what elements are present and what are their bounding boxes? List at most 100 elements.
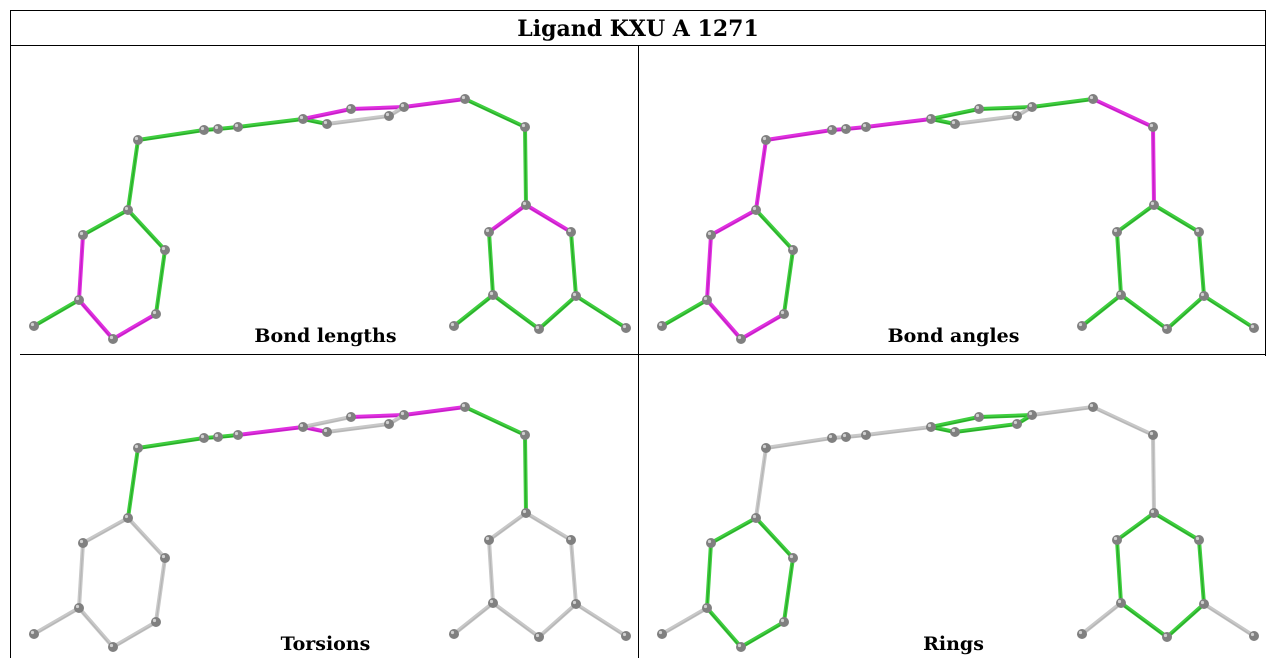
bond-shade-a16-a17 <box>464 407 526 437</box>
bond-shade-a1-a2 <box>706 300 742 341</box>
atom-a15 <box>399 102 409 112</box>
atom-a1 <box>74 295 84 305</box>
atom-a10 <box>233 430 243 440</box>
atom-highlight-a22 <box>1163 325 1168 330</box>
grid-right-border <box>1265 46 1266 356</box>
atom-highlight-a20 <box>1117 599 1122 604</box>
bond-a10-a11 <box>236 117 305 129</box>
bond-shade-a19-a20 <box>1116 540 1122 605</box>
atom-a17 <box>1148 430 1158 440</box>
atom-highlight-a11 <box>927 115 932 120</box>
bond-shade-a20-a21 <box>1081 603 1122 636</box>
bond-a24-a18 <box>1152 511 1201 542</box>
bond-shade-a12-a14 <box>326 424 390 434</box>
bond-a22-a23 <box>537 294 578 331</box>
atom-a3 <box>779 309 789 319</box>
atom-highlight-a19 <box>1113 228 1118 233</box>
atom-highlight-a3 <box>780 618 785 623</box>
bond-shade-a19-a20 <box>1116 232 1122 297</box>
atom-highlight-a11 <box>927 423 932 428</box>
atom-highlight-a1 <box>703 604 708 609</box>
atom-a17 <box>520 122 530 132</box>
atom-a8 <box>827 125 837 135</box>
bond-shade-a0-a1 <box>33 608 80 636</box>
bond-a1-a2 <box>705 298 743 341</box>
atom-highlight-a4 <box>789 246 794 251</box>
panel-caption-bond-angles: Bond angles <box>887 325 1020 347</box>
bond-shade-a23-a25 <box>1203 604 1255 638</box>
bond-a11-a13 <box>929 107 981 121</box>
bond-shade-a17-a18 <box>524 127 527 207</box>
bond-a18-a19 <box>1115 511 1156 542</box>
atom-a11 <box>926 114 936 124</box>
atom-a6 <box>78 230 88 240</box>
atom-highlight-a22 <box>1163 633 1168 638</box>
bond-shade-a5-a6 <box>710 518 757 545</box>
bond-shade-a15-a16 <box>1031 407 1094 417</box>
atom-highlight-a19 <box>485 536 490 541</box>
atom-highlight-a2 <box>737 335 742 340</box>
bond-shade-a24-a18 <box>1153 513 1200 542</box>
atom-highlight-a2 <box>109 643 114 648</box>
atom-highlight-a9 <box>842 433 847 438</box>
bond-shade-a16-a17 <box>1092 407 1154 437</box>
bond-a16-a17 <box>463 405 527 437</box>
bond-shade-a5-a6 <box>82 210 129 237</box>
atom-highlight-a12 <box>951 120 956 125</box>
bond-a23-a25 <box>574 294 628 330</box>
bond-shade-a1-a2 <box>706 608 742 649</box>
bond-shade-a23-a24 <box>1198 540 1205 606</box>
bond-a20-a22 <box>491 601 541 639</box>
atom-a11 <box>298 422 308 432</box>
atom-a14 <box>384 419 394 429</box>
bond-shade-a17-a18 <box>524 435 527 515</box>
bond-a7-a8 <box>136 436 206 450</box>
bond-shade-a7-a8 <box>765 130 833 142</box>
bond-a12-a14 <box>953 422 1019 434</box>
atom-a9 <box>213 432 223 442</box>
bond-shade-a12-a14 <box>326 116 390 126</box>
atom-a5 <box>123 205 133 215</box>
bond-shade-a10-a11 <box>237 119 304 129</box>
atom-a24 <box>1194 227 1204 237</box>
atom-highlight-a0 <box>658 322 663 327</box>
bond-shade-a18-a19 <box>1116 513 1155 542</box>
bond-shade-a6-a1 <box>706 543 712 610</box>
atom-highlight-a21 <box>450 322 455 327</box>
bond-a2-a3 <box>111 312 158 341</box>
atom-a4 <box>160 553 170 563</box>
bond-shade-a17-a18 <box>1152 435 1155 515</box>
bond-shade-a6-a1 <box>706 235 712 302</box>
atom-highlight-a7 <box>134 444 139 449</box>
atom-a24 <box>566 227 576 237</box>
atom-a18 <box>521 200 531 210</box>
atom-highlight-a15 <box>400 411 405 416</box>
atom-highlight-a18 <box>522 201 527 206</box>
bond-a10-a11 <box>236 425 305 437</box>
atom-a23 <box>1199 599 1209 609</box>
bond-shade-a22-a23 <box>538 604 577 639</box>
atom-highlight-a17 <box>1149 431 1154 436</box>
atom-a12 <box>950 427 960 437</box>
bond-shade-a13-a15 <box>978 107 1033 111</box>
bond-shade-a0-a1 <box>661 300 708 328</box>
bond-a13-a15 <box>349 105 406 111</box>
bond-shade-a5-a6 <box>82 518 129 545</box>
bond-shade-a4-a5 <box>755 210 794 252</box>
atom-highlight-a7 <box>134 136 139 141</box>
atom-a4 <box>788 245 798 255</box>
atom-a16 <box>460 402 470 412</box>
bond-a0-a1 <box>660 298 709 328</box>
atom-a23 <box>1199 291 1209 301</box>
bond-shade-a5-a6 <box>710 210 757 237</box>
atom-highlight-a17 <box>1149 123 1154 128</box>
bond-a11-a13 <box>301 107 353 121</box>
atom-a4 <box>788 553 798 563</box>
bond-shade-a20-a21 <box>453 603 494 636</box>
atom-highlight-a11 <box>299 115 304 120</box>
bond-a2-a3 <box>739 620 786 649</box>
bond-shade-a20-a22 <box>492 295 540 331</box>
atom-a3 <box>779 617 789 627</box>
bond-a22-a23 <box>1165 602 1206 639</box>
bond-a10-a11 <box>864 117 933 129</box>
